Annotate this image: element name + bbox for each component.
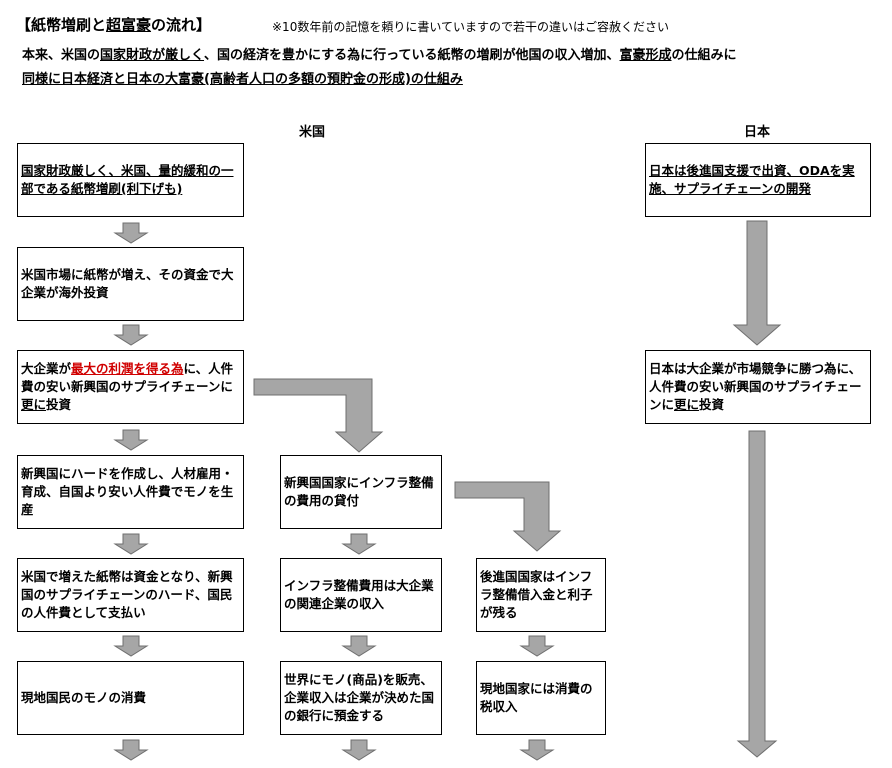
long-down-arrow bbox=[732, 220, 782, 346]
down-arrow bbox=[113, 635, 149, 657]
down-arrow bbox=[341, 739, 377, 761]
intro-line-2: 同様に日本経済と日本の大富豪(高齢者人口の多額の預貯金の形成)の仕組み bbox=[22, 72, 463, 87]
bent-arrow bbox=[454, 481, 562, 552]
flow-box-mid-3: 世界にモノ(商品)を販売、企業収入は企業が決めた国の銀行に預金する bbox=[280, 661, 442, 735]
flow-box-mid-1: 新興国国家にインフラ整備の費用の貸付 bbox=[280, 455, 442, 529]
flow-box-us-3: 大企業が最大の利潤を得る為に、人件費の安い新興国のサプライチェーンに更に投資 bbox=[17, 350, 244, 424]
flow-box-us-4: 新興国にハードを作成し、人材雇用・育成、自国より安い人件費でモノを生産 bbox=[17, 455, 244, 529]
down-arrow bbox=[113, 429, 149, 451]
down-arrow bbox=[341, 533, 377, 555]
down-arrow bbox=[113, 222, 149, 244]
disclaimer-note: ※10数年前の記憶を頼りに書いていますので若干の違いはご容赦ください bbox=[272, 20, 669, 34]
down-arrow bbox=[519, 635, 555, 657]
column-label-us: 米国 bbox=[299, 125, 326, 140]
flow-box-right-1: 後進国国家はインフラ整備借入金と利子が残る bbox=[476, 558, 606, 632]
flow-box-japan-2: 日本は大企業が市場競争に勝つ為に、人件費の安い新興国のサプライチェーンに更に投資 bbox=[645, 350, 871, 424]
intro-line-1: 本来、米国の国家財政が厳しく、国の経済を豊かにする為に行っている紙幣の増刷が他国… bbox=[22, 48, 737, 63]
down-arrow bbox=[341, 635, 377, 657]
down-arrow bbox=[113, 324, 149, 346]
flow-box-us-6: 現地国民のモノの消費 bbox=[17, 661, 244, 735]
flow-box-mid-2: インフラ整備費用は大企業の関連企業の収入 bbox=[280, 558, 442, 632]
flow-box-right-2: 現地国家には消費の税収入 bbox=[476, 661, 606, 735]
flow-box-us-2: 米国市場に紙幣が増え、その資金で大企業が海外投資 bbox=[17, 247, 244, 321]
down-arrow bbox=[113, 533, 149, 555]
flow-box-japan-1: 日本は後進国支援で出資、ODAを実施、サプライチェーンの開発 bbox=[645, 143, 871, 217]
down-arrow bbox=[113, 739, 149, 761]
column-label-japan: 日本 bbox=[744, 125, 771, 140]
long-down-arrow bbox=[736, 430, 778, 758]
diagram-title: 【紙幣増刷と超富豪の流れ】 bbox=[16, 16, 212, 34]
flow-box-us-1: 国家財政厳しく、米国、量的緩和の一部である紙幣増刷(利下げも) bbox=[17, 143, 244, 217]
down-arrow bbox=[519, 739, 555, 761]
flow-box-us-5: 米国で増えた紙幣は資金となり、新興国のサプライチェーンのハード、国民の人件費とし… bbox=[17, 558, 244, 632]
bent-arrow bbox=[253, 378, 384, 453]
